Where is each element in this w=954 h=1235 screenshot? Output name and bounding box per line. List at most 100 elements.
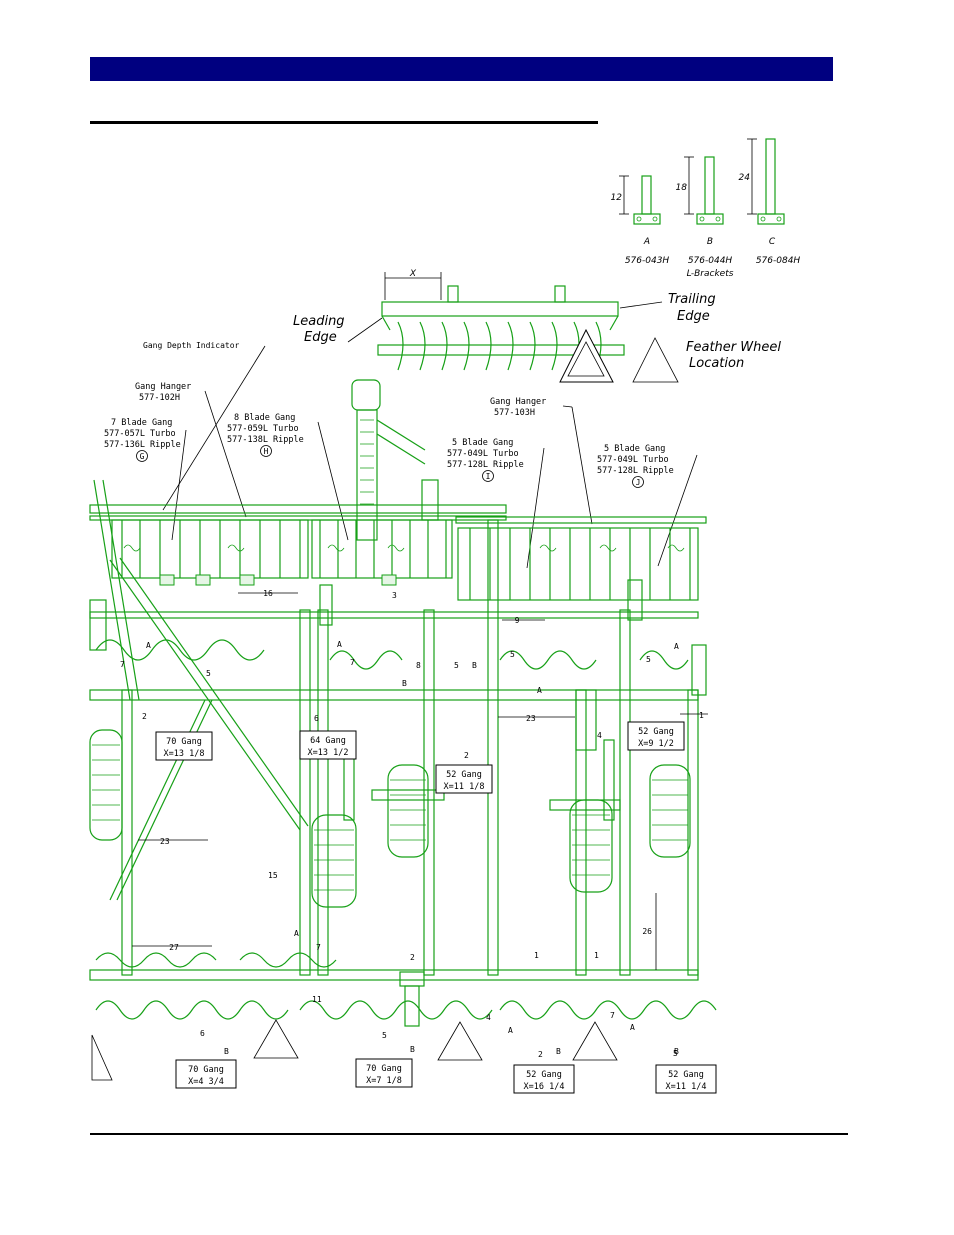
dim-23-right: 23 (526, 714, 536, 723)
dim-7-d: 7 (610, 1011, 615, 1020)
svg-text:70 Gang: 70 Gang (188, 1065, 224, 1075)
gang-box: 70 Gang X=13 1/8 (155, 731, 213, 761)
leading-edge-line2: Edge (304, 330, 337, 345)
feather-wheel-line2: Location (689, 356, 744, 371)
x-dim-label: X (409, 269, 417, 279)
svg-text:X=9 1/2: X=9 1/2 (638, 739, 674, 749)
svg-text:52 Gang: 52 Gang (526, 1070, 562, 1080)
feather-wheel-markers (91, 1019, 618, 1081)
hanger-left-line1: Gang Hanger (135, 382, 191, 392)
label-a-7: A (630, 1023, 635, 1032)
feather-wheel-line1: Feather Wheel (686, 340, 781, 355)
label-b-6: B (674, 1047, 679, 1056)
hanger-left-line2: 577-102H (139, 393, 180, 403)
dim-8: 8 (416, 661, 421, 670)
svg-text:X=7 1/8: X=7 1/8 (366, 1076, 402, 1086)
gang8-line1: 8 Blade Gang (234, 413, 295, 423)
gang-box: 70 Gang X=4 3/4 (175, 1059, 237, 1089)
bracket-a-part: 576-043H (625, 256, 670, 266)
label-b-3: B (224, 1047, 229, 1056)
harrow-frame (89, 379, 717, 1027)
dim-1-b: 1 (594, 951, 599, 960)
bracket-b-letter: B (707, 237, 713, 247)
dim-5-a: 5 (206, 669, 211, 678)
gang-box: 52 Gang X=11 1/4 (655, 1064, 717, 1094)
svg-text:X=11 1/4: X=11 1/4 (666, 1082, 707, 1092)
label-b-5: B (556, 1047, 561, 1056)
dim-6-b: 6 (200, 1029, 205, 1038)
dim-1: 1 (699, 711, 704, 720)
bracket-b-dim: 18 (676, 183, 688, 193)
gang5j-line1: 5 Blade Gang (604, 444, 665, 454)
dim-26: 26 (642, 927, 652, 936)
gang7-line1: 7 Blade Gang (111, 418, 172, 428)
dim-7-a: 7 (120, 660, 125, 669)
gang-detail-top: X (377, 269, 679, 383)
dim-7-c: 7 (316, 943, 321, 952)
svg-text:X=16 1/4: X=16 1/4 (524, 1082, 565, 1092)
svg-text:52 Gang: 52 Gang (446, 770, 482, 780)
svg-text:52 Gang: 52 Gang (668, 1070, 704, 1080)
gang5i-line3: 577-128L Ripple (447, 460, 524, 470)
title-rule (90, 121, 598, 124)
svg-text:X=11 1/8: X=11 1/8 (444, 782, 485, 792)
bracket-c-dim: 24 (739, 173, 751, 183)
gang7-leader (171, 429, 187, 541)
bracket-a-dim: 12 (611, 193, 623, 203)
label-a-5: A (294, 929, 299, 938)
l-bracket-b: 18 B 576-044H (676, 156, 733, 266)
gang-box: 70 Gang X=7 1/8 (355, 1058, 413, 1088)
dim-2-c: 2 (142, 712, 147, 721)
label-a-3: A (674, 642, 679, 651)
l-bracket-c: 24 C 576-084H (739, 138, 801, 266)
dim-6-a: 6 (314, 714, 319, 723)
gang8-line3: 577-138L Ripple (227, 435, 304, 445)
leading-edge-leader (347, 317, 383, 343)
gang-depth-indicator-label: Gang Depth Indicator (143, 341, 240, 350)
svg-text:X=13 1/2: X=13 1/2 (308, 748, 349, 758)
bracket-c-part: 576-084H (756, 256, 801, 266)
hanger-right-line1: Gang Hanger (490, 397, 546, 407)
gang5j-line2: 577-049L Turbo (597, 455, 669, 465)
dim-2-d: 2 (464, 751, 469, 760)
gang-box: 52 Gang X=11 1/8 (435, 764, 493, 794)
dim-27: 27 (169, 943, 179, 952)
footer-rule (90, 1133, 848, 1135)
gang-box: 52 Gang X=9 1/2 (627, 721, 685, 751)
gang8-leader (317, 421, 349, 541)
svg-text:X=4 3/4: X=4 3/4 (188, 1077, 224, 1087)
header-bar (90, 57, 833, 81)
bracket-a-letter: A (643, 237, 650, 247)
label-a-4: A (537, 686, 542, 695)
gang-box: 64 Gang X=13 1/2 (299, 730, 357, 760)
label-a-2: A (337, 640, 342, 649)
dim-2a: 2 (410, 953, 415, 962)
hanger-left-leader (204, 390, 247, 518)
trailing-edge-leader (619, 301, 663, 309)
bracket-b-part: 576-044H (688, 256, 733, 266)
dim-2b: 2 (538, 1050, 543, 1059)
dim-5-b: 5 (454, 661, 459, 670)
svg-text:70 Gang: 70 Gang (166, 737, 202, 747)
dim-1-a: 1 (534, 951, 539, 960)
dim-5-e: 5 (646, 655, 651, 664)
label-a-1: A (146, 641, 151, 650)
label-b-1: B (472, 661, 477, 670)
dim-15: 15 (268, 871, 278, 880)
gang7-line2: 577-057L Turbo (104, 429, 176, 439)
gang5i-line2: 577-049L Turbo (447, 449, 519, 459)
hanger-right-line2: 577-103H (494, 408, 535, 418)
label-a-6: A (508, 1026, 513, 1035)
gang5i-line1: 5 Blade Gang (452, 438, 513, 448)
gang-depth-leader (162, 345, 266, 511)
dim-5-c: 5 (510, 650, 515, 659)
hanger-right-leader (571, 406, 593, 525)
dim-5-f: 5 (673, 1049, 678, 1058)
bracket-c-letter: C (769, 237, 776, 247)
svg-text:64 Gang: 64 Gang (310, 736, 346, 746)
l-bracket-a: 12 A 576-043H (611, 175, 670, 266)
svg-text:X=13 1/8: X=13 1/8 (164, 749, 205, 759)
svg-text:70 Gang: 70 Gang (366, 1064, 402, 1074)
label-b-4: B (410, 1045, 415, 1054)
